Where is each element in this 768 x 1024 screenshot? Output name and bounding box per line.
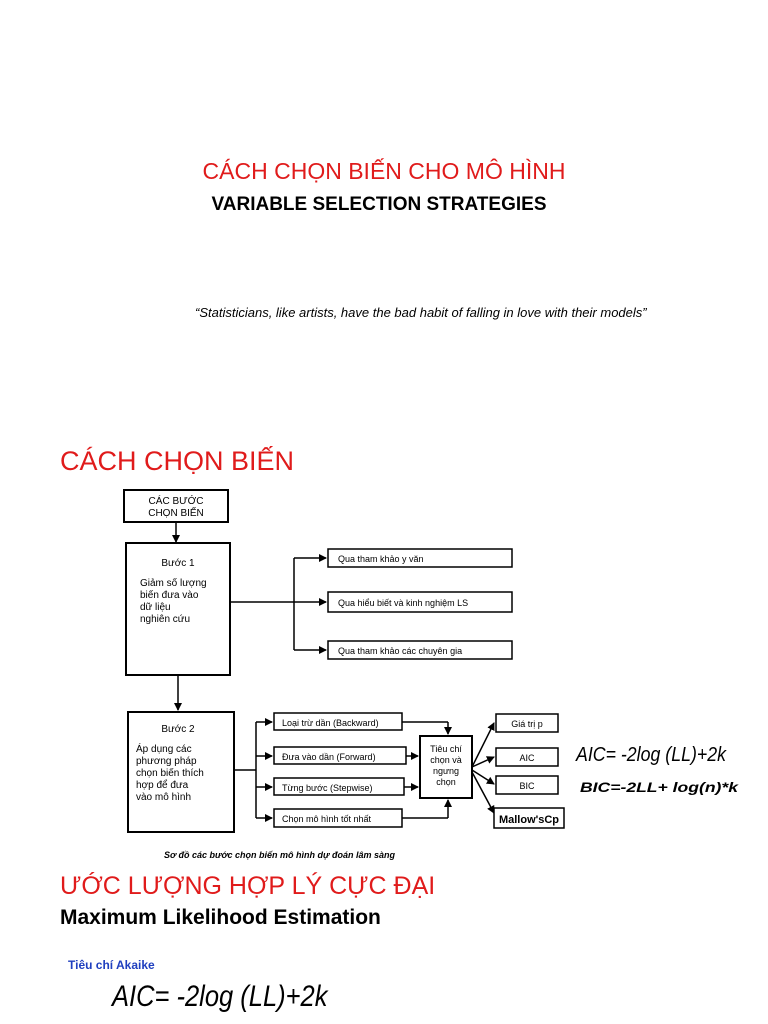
step1-option-3: Qua tham khảo các chuyên gia xyxy=(338,646,462,656)
step2-box xyxy=(127,711,235,833)
slide-title-english: VARIABLE SELECTION STRATEGIES xyxy=(211,194,547,215)
method-forward: Đưa vào dần (Forward) xyxy=(282,752,376,762)
option-box-1 xyxy=(327,548,513,568)
section-heading-variable-selection: CÁCH CHỌN BIẾN xyxy=(60,446,295,476)
criteria-option-box-1 xyxy=(495,713,559,733)
step2-desc-5: vào mô hình xyxy=(136,792,191,803)
bic-formula: BIC=-2LL+ log(n)*k xyxy=(580,779,740,795)
criteria-line-2: chọn và xyxy=(430,755,462,765)
step1-desc-4: nghiên cứu xyxy=(140,614,190,625)
akaike-criterion-label: Tiêu chí Akaike xyxy=(68,958,155,972)
step1-desc-1: Giảm số lượng xyxy=(140,577,207,589)
criteria-p-value: Giá trị p xyxy=(511,719,543,729)
aic-formula-large: AIC= -2log (LL)+2k xyxy=(112,980,328,1013)
criteria-line-1: Tiêu chí xyxy=(430,744,462,754)
quote: “Statisticians, like artists, have the b… xyxy=(195,305,647,320)
method-best-model: Chọn mô hình tốt nhất xyxy=(282,814,372,824)
criteria-line-3: ngưng xyxy=(433,766,459,776)
section-subheading-mle: Maximum Likelihood Estimation xyxy=(60,906,381,929)
step1-desc-2: biến đưa vào xyxy=(140,589,199,601)
step2-title: Bước 2 xyxy=(161,724,195,735)
criteria-box xyxy=(419,735,473,799)
option-box-2 xyxy=(327,591,513,613)
criteria-option-box-4 xyxy=(493,807,565,829)
step1-box xyxy=(125,542,231,676)
step1-title: Bước 1 xyxy=(161,558,195,569)
root-line-1: CÁC BƯỚC xyxy=(149,494,204,507)
method-backward: Loại trừ dần (Backward) xyxy=(282,718,379,728)
step2-desc-4: hợp để đưa xyxy=(136,779,189,791)
root-line-2: CHỌN BIẾN xyxy=(148,506,204,519)
criteria-option-box-3 xyxy=(495,775,559,795)
option-box-3 xyxy=(327,640,513,660)
criteria-mallows-cp: Mallow'sCp xyxy=(499,814,559,826)
aic-formula: AIC= -2log (LL)+2k xyxy=(575,744,727,766)
step1-option-1: Qua tham khảo y văn xyxy=(338,554,424,564)
method-stepwise: Từng bước (Stepwise) xyxy=(282,783,372,793)
step2-desc-3: chọn biến thích xyxy=(136,767,204,779)
criteria-aic: AIC xyxy=(519,753,535,763)
criteria-bic: BIC xyxy=(519,781,535,791)
criteria-line-4: chọn xyxy=(436,777,456,787)
step1-option-2: Qua hiểu biết và kinh nghiệm LS xyxy=(338,598,468,608)
flowchart-caption: Sơ đồ các bước chọn biến mô hình dự đoán… xyxy=(164,850,395,860)
step1-desc-3: dữ liệu xyxy=(140,602,171,613)
section-heading-mle: ƯỚC LƯỢNG HỢP LÝ CỰC ĐẠI xyxy=(60,872,436,900)
variable-selection-flowchart: CÁC BƯỚC CHỌN BIẾN Bước 1 Giảm số lượng … xyxy=(123,489,740,860)
step2-desc-1: Áp dụng các xyxy=(136,742,192,755)
criteria-option-box-2 xyxy=(495,747,559,767)
step2-desc-2: phương pháp xyxy=(136,756,197,767)
slide-title-vietnamese: CÁCH CHỌN BIẾN CHO MÔ HÌNH xyxy=(202,158,566,184)
